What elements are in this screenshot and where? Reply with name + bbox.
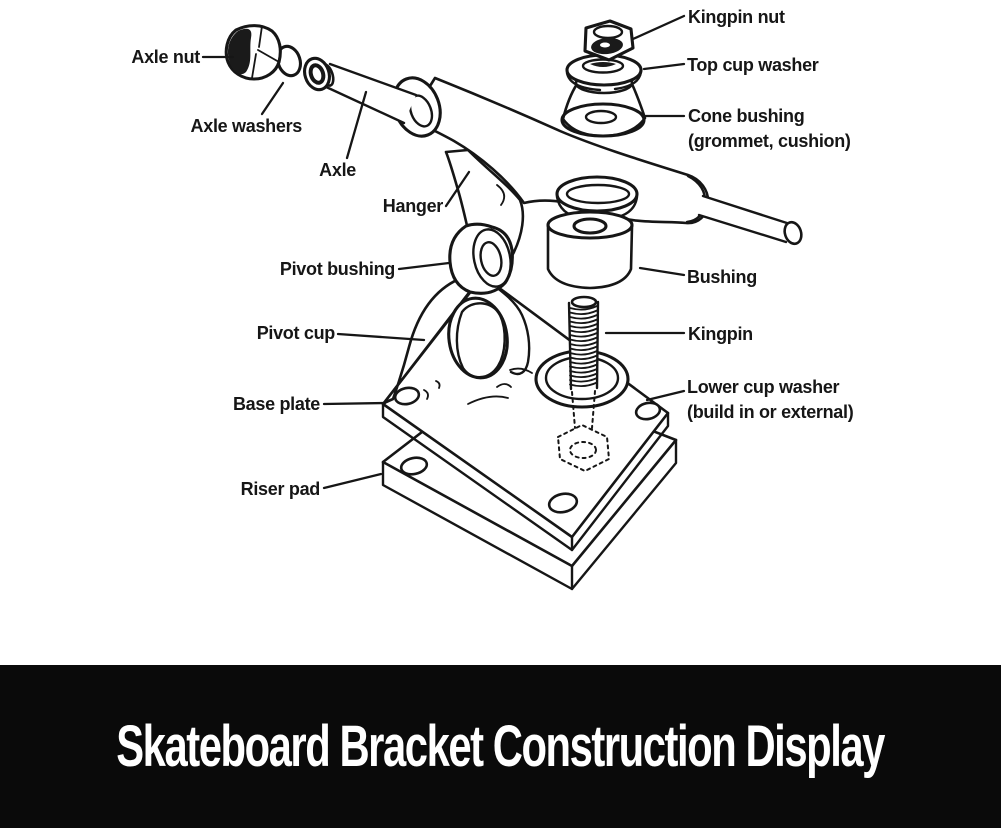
label-pivot-bushing: Pivot bushing (279, 259, 395, 279)
axle-drawing (319, 62, 418, 125)
axle-nut-drawing (224, 24, 282, 81)
axle-washers-drawing (276, 44, 331, 92)
pivot-cup-drawing (382, 275, 533, 405)
label-hanger: Hanger (382, 196, 444, 216)
title-banner: Skateboard Bracket Construction Display (0, 665, 1001, 828)
label-riser-pad: Riser pad (240, 479, 321, 499)
banner-title: Skateboard Bracket Construction Display (116, 714, 886, 779)
label-cone-bushing: Cone bushing (grommet, cushion) (688, 104, 851, 154)
label-cone-bushing-line2: (grommet, cushion) (688, 131, 851, 151)
label-lower-cup-washer-line1: Lower cup washer (687, 377, 840, 397)
label-kingpin-nut: Kingpin nut (688, 7, 785, 27)
label-top-cup-washer: Top cup washer (687, 55, 819, 75)
label-bushing: Bushing (687, 267, 757, 287)
exploded-diagram-canvas (201, 14, 803, 591)
kingpin-drawing (556, 295, 611, 473)
label-cone-bushing-line1: Cone bushing (688, 106, 805, 126)
label-lower-cup-washer: Lower cup washer (build in or external) (687, 375, 854, 425)
label-base-plate: Base plate (232, 394, 320, 414)
bushing-drawing (546, 210, 634, 290)
label-axle-washers: Axle washers (190, 116, 303, 136)
label-axle: Axle (319, 160, 356, 180)
label-kingpin: Kingpin (688, 324, 753, 344)
label-pivot-cup: Pivot cup (256, 323, 336, 343)
leader-lines (201, 14, 686, 490)
top-cup-washer-drawing (565, 53, 643, 92)
kingpin-nut-drawing (583, 19, 635, 62)
pivot-bushing-drawing (448, 222, 514, 295)
label-lower-cup-washer-line2: (build in or external) (687, 402, 854, 422)
label-axle-nut: Axle nut (131, 47, 200, 67)
